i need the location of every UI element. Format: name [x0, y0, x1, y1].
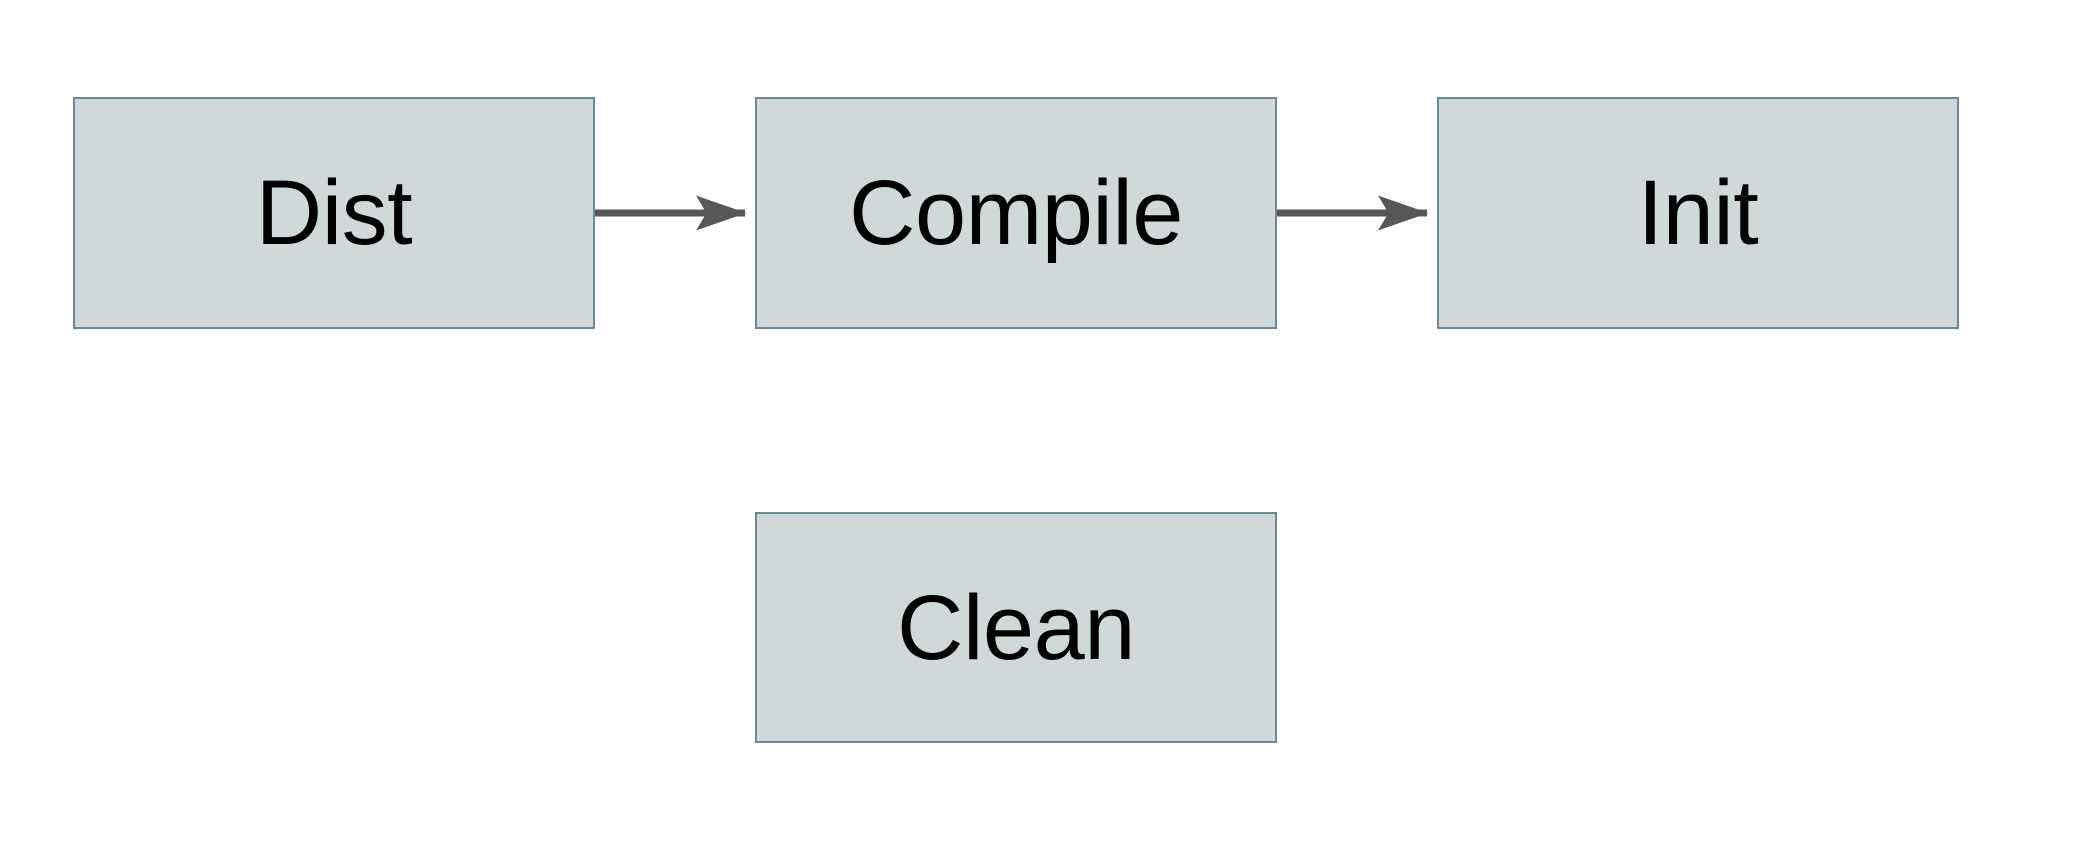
node-dist[interactable]: Dist — [73, 97, 595, 329]
node-init[interactable]: Init — [1437, 97, 1959, 329]
node-dist-label: Dist — [255, 162, 413, 264]
node-compile-label: Compile — [849, 162, 1183, 264]
node-clean-label: Clean — [897, 576, 1135, 679]
node-compile[interactable]: Compile — [755, 97, 1277, 329]
node-init-label: Init — [1637, 162, 1759, 264]
node-clean[interactable]: Clean — [755, 512, 1277, 743]
